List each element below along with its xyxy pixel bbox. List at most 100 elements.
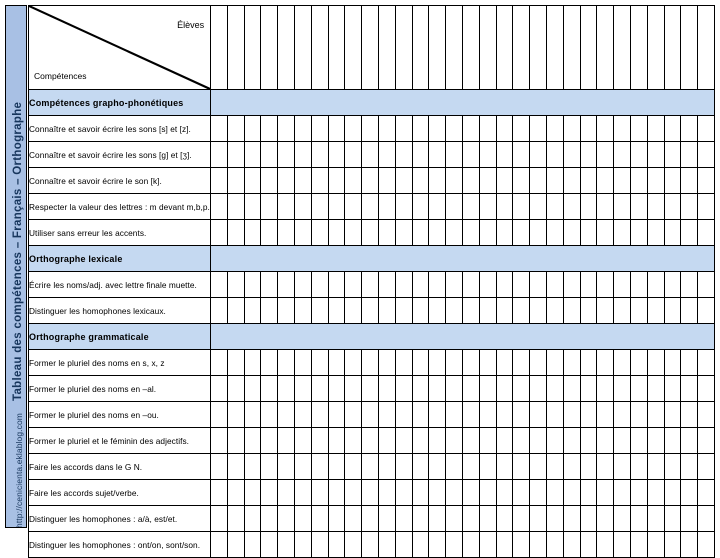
assessment-cell[interactable] xyxy=(613,453,632,480)
assessment-cell[interactable] xyxy=(378,271,396,298)
assessment-cell[interactable] xyxy=(680,167,699,194)
assessment-cell[interactable] xyxy=(613,375,632,402)
assessment-cell[interactable] xyxy=(210,375,228,402)
assessment-cell[interactable] xyxy=(445,375,464,402)
student-column-header-cell[interactable] xyxy=(462,5,480,90)
assessment-cell[interactable] xyxy=(428,349,447,376)
assessment-cell[interactable] xyxy=(310,401,329,428)
assessment-cell[interactable] xyxy=(562,115,581,142)
assessment-cell[interactable] xyxy=(327,297,346,324)
student-column-header-cell[interactable] xyxy=(226,5,245,90)
assessment-cell[interactable] xyxy=(680,531,699,558)
assessment-cell[interactable] xyxy=(562,193,581,220)
assessment-cell[interactable] xyxy=(310,141,329,168)
assessment-cell[interactable] xyxy=(277,479,296,506)
assessment-cell[interactable] xyxy=(445,427,464,454)
assessment-cell[interactable] xyxy=(478,219,497,246)
assessment-cell[interactable] xyxy=(394,505,413,532)
assessment-cell[interactable] xyxy=(680,271,699,298)
assessment-cell[interactable] xyxy=(327,219,346,246)
assessment-cell[interactable] xyxy=(428,531,447,558)
assessment-cell[interactable] xyxy=(226,167,245,194)
assessment-cell[interactable] xyxy=(277,297,296,324)
assessment-cell[interactable] xyxy=(546,167,564,194)
assessment-cell[interactable] xyxy=(495,401,514,428)
assessment-cell[interactable] xyxy=(512,427,531,454)
assessment-cell[interactable] xyxy=(344,375,363,402)
assessment-cell[interactable] xyxy=(613,271,632,298)
assessment-cell[interactable] xyxy=(344,115,363,142)
assessment-cell[interactable] xyxy=(478,297,497,324)
assessment-cell[interactable] xyxy=(495,271,514,298)
student-column-header-cell[interactable] xyxy=(445,5,464,90)
assessment-cell[interactable] xyxy=(512,115,531,142)
assessment-cell[interactable] xyxy=(478,453,497,480)
assessment-cell[interactable] xyxy=(495,167,514,194)
assessment-cell[interactable] xyxy=(529,531,548,558)
student-column-header-cell[interactable] xyxy=(411,5,430,90)
assessment-cell[interactable] xyxy=(361,427,380,454)
assessment-cell[interactable] xyxy=(512,453,531,480)
assessment-cell[interactable] xyxy=(630,375,648,402)
assessment-cell[interactable] xyxy=(512,167,531,194)
assessment-cell[interactable] xyxy=(378,167,396,194)
assessment-cell[interactable] xyxy=(562,479,581,506)
assessment-cell[interactable] xyxy=(277,349,296,376)
assessment-cell[interactable] xyxy=(529,115,548,142)
assessment-cell[interactable] xyxy=(378,375,396,402)
assessment-cell[interactable] xyxy=(596,505,615,532)
assessment-cell[interactable] xyxy=(529,141,548,168)
assessment-cell[interactable] xyxy=(243,297,262,324)
assessment-cell[interactable] xyxy=(294,505,312,532)
assessment-cell[interactable] xyxy=(630,115,648,142)
assessment-cell[interactable] xyxy=(294,141,312,168)
assessment-cell[interactable] xyxy=(361,505,380,532)
assessment-cell[interactable] xyxy=(546,479,564,506)
assessment-cell[interactable] xyxy=(226,401,245,428)
assessment-cell[interactable] xyxy=(529,427,548,454)
assessment-cell[interactable] xyxy=(462,115,480,142)
assessment-cell[interactable] xyxy=(411,505,430,532)
assessment-cell[interactable] xyxy=(260,115,279,142)
assessment-cell[interactable] xyxy=(394,193,413,220)
assessment-cell[interactable] xyxy=(210,167,228,194)
assessment-cell[interactable] xyxy=(361,219,380,246)
assessment-cell[interactable] xyxy=(411,479,430,506)
assessment-cell[interactable] xyxy=(579,427,598,454)
assessment-cell[interactable] xyxy=(210,297,228,324)
assessment-cell[interactable] xyxy=(462,297,480,324)
assessment-cell[interactable] xyxy=(428,219,447,246)
assessment-cell[interactable] xyxy=(243,505,262,532)
assessment-cell[interactable] xyxy=(529,401,548,428)
assessment-cell[interactable] xyxy=(613,219,632,246)
assessment-cell[interactable] xyxy=(344,401,363,428)
assessment-cell[interactable] xyxy=(428,193,447,220)
assessment-cell[interactable] xyxy=(596,453,615,480)
assessment-cell[interactable] xyxy=(646,375,665,402)
assessment-cell[interactable] xyxy=(529,193,548,220)
assessment-cell[interactable] xyxy=(310,453,329,480)
assessment-cell[interactable] xyxy=(546,427,564,454)
assessment-cell[interactable] xyxy=(344,219,363,246)
assessment-cell[interactable] xyxy=(579,219,598,246)
assessment-cell[interactable] xyxy=(680,115,699,142)
assessment-cell[interactable] xyxy=(646,531,665,558)
assessment-cell[interactable] xyxy=(327,271,346,298)
assessment-cell[interactable] xyxy=(613,115,632,142)
assessment-cell[interactable] xyxy=(411,193,430,220)
assessment-cell[interactable] xyxy=(680,297,699,324)
assessment-cell[interactable] xyxy=(462,271,480,298)
assessment-cell[interactable] xyxy=(445,349,464,376)
assessment-cell[interactable] xyxy=(226,219,245,246)
assessment-cell[interactable] xyxy=(310,219,329,246)
assessment-cell[interactable] xyxy=(277,427,296,454)
assessment-cell[interactable] xyxy=(697,531,715,558)
assessment-cell[interactable] xyxy=(243,401,262,428)
assessment-cell[interactable] xyxy=(428,375,447,402)
assessment-cell[interactable] xyxy=(663,479,682,506)
assessment-cell[interactable] xyxy=(411,375,430,402)
assessment-cell[interactable] xyxy=(697,401,715,428)
assessment-cell[interactable] xyxy=(613,401,632,428)
assessment-cell[interactable] xyxy=(646,349,665,376)
assessment-cell[interactable] xyxy=(630,505,648,532)
